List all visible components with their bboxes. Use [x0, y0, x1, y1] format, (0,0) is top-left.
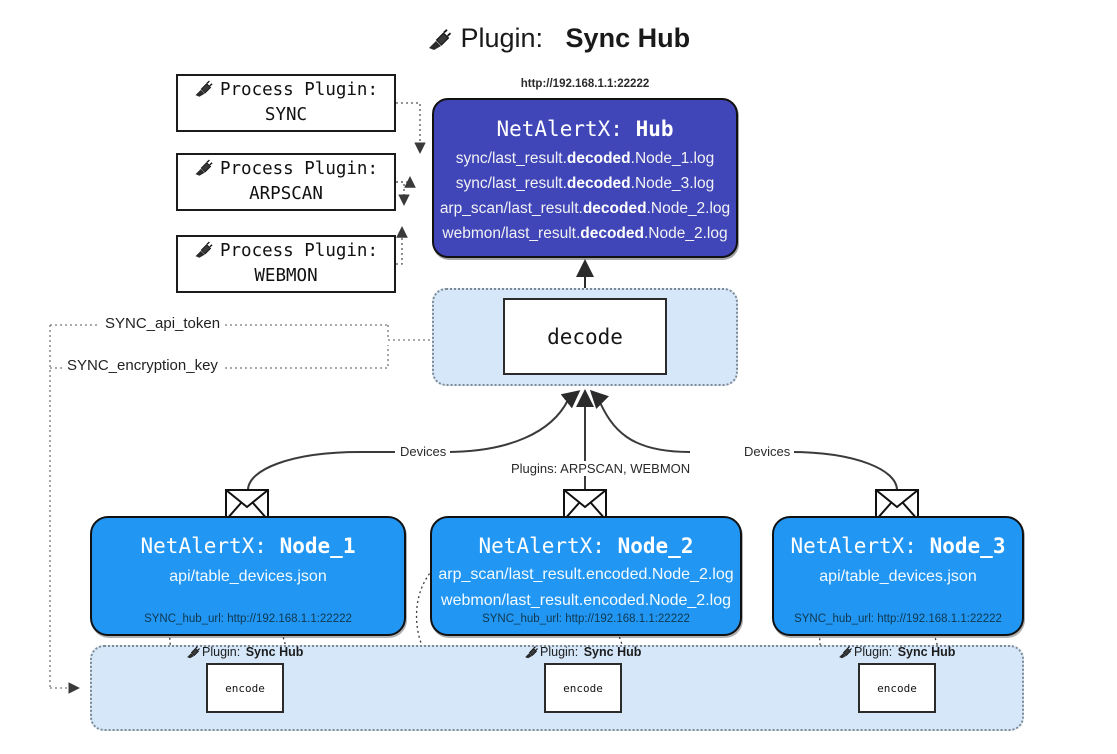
process-plugin-box-sync[interactable]: Process Plugin: SYNC [176, 74, 396, 132]
node-title-label: NetAlertX: [478, 534, 605, 558]
encode-box-3[interactable]: encode [858, 663, 936, 713]
hub-url-caption: http://192.168.1.1:22222 [520, 78, 650, 90]
process-plugin-label: Process Plugin: [219, 241, 379, 261]
hub-title-label: NetAlertX: [496, 117, 623, 141]
process-plugin-box-arpscan[interactable]: Process Plugin: ARPSCAN [176, 153, 396, 211]
hub-title-value: Hub [635, 117, 674, 141]
node-log-line: webmon/last_result.encoded.Node_2.log [441, 592, 731, 609]
decode-box[interactable]: decode [503, 298, 667, 375]
encode-label: encode [877, 681, 917, 695]
edge-label-devices-left: Devices [396, 444, 451, 459]
process-plugin-label: Process Plugin: [219, 159, 379, 179]
node-title-value: Node_1 [279, 534, 356, 558]
node-title: NetAlertX: Node_3 [791, 530, 1006, 562]
page-title: Plugin: Sync Hub [0, 18, 1117, 58]
process-plugin-label: Process Plugin: [219, 80, 379, 100]
node-title: NetAlertX: Node_2 [479, 530, 694, 562]
node-box-node-1[interactable]: NetAlertX: Node_1 api/table_devices.json… [90, 516, 406, 636]
hub-title: NetAlertX: Hub [496, 112, 673, 146]
node-title: NetAlertX: Node_1 [141, 530, 356, 562]
node-footer: SYNC_hub_url: http://192.168.1.1:22222 [482, 613, 690, 625]
process-plugin-value: ARPSCAN [249, 184, 323, 204]
node-log-line: api/table_devices.json [169, 568, 327, 585]
encode-box-1[interactable]: encode [206, 663, 284, 713]
plug-icon [186, 645, 201, 659]
hub-log-line-2: sync/last_result.decoded.Node_3.log [455, 175, 715, 192]
hub-box[interactable]: NetAlertX: Hub sync/last_result.decoded.… [432, 98, 738, 258]
plug-icon [524, 645, 539, 659]
process-plugin-value: SYNC [264, 105, 308, 125]
encode-box-2[interactable]: encode [544, 663, 622, 713]
encode-label: encode [225, 681, 265, 695]
decode-label: decode [547, 324, 623, 349]
hub-log-line-4: webmon/last_result.decoded.Node_2.log [442, 225, 728, 242]
page-title-label: Plugin: [460, 23, 543, 53]
node-title-value: Node_3 [929, 534, 1006, 558]
encoder-plugin-label-3: Plugin: Sync Hub [838, 645, 955, 659]
edge-label-plugins-center: Plugins: ARPSCAN, WEBMON [507, 461, 695, 476]
encoder-plugin-label-2: Plugin: Sync Hub [524, 645, 641, 659]
node-box-node-2[interactable]: NetAlertX: Node_2 arp_scan/last_result.e… [430, 516, 742, 636]
config-api-token-label: SYNC_api_token [100, 315, 226, 332]
process-plugin-value: WEBMON [254, 266, 318, 286]
node-log-line: api/table_devices.json [819, 568, 977, 585]
plug-icon [838, 645, 853, 659]
process-plugin-box-webmon[interactable]: Process Plugin: WEBMON [176, 235, 396, 293]
node-title-label: NetAlertX: [140, 534, 267, 558]
node-footer: SYNC_hub_url: http://192.168.1.1:22222 [144, 613, 352, 625]
config-encryption-key-label: SYNC_encryption_key [62, 357, 223, 374]
encode-label: encode [563, 681, 603, 695]
edge-label-devices-right: Devices [740, 444, 795, 459]
plug-icon [427, 22, 453, 50]
plug-icon [194, 241, 220, 263]
hub-log-line-3: arp_scan/last_result.decoded.Node_2.log [439, 200, 731, 217]
hub-log-line-1: sync/last_result.decoded.Node_1.log [455, 150, 715, 167]
encoder-plugin-label-1: Plugin: Sync Hub [186, 645, 303, 659]
node-title-label: NetAlertX: [790, 534, 917, 558]
plug-icon [194, 80, 220, 102]
node-footer: SYNC_hub_url: http://192.168.1.1:22222 [794, 613, 1002, 625]
page-title-value: Sync Hub [565, 23, 691, 53]
plug-icon [194, 159, 220, 181]
node-box-node-3[interactable]: NetAlertX: Node_3 api/table_devices.json… [772, 516, 1024, 636]
node-title-value: Node_2 [617, 534, 694, 558]
node-log-line: arp_scan/last_result.encoded.Node_2.log [438, 566, 734, 583]
